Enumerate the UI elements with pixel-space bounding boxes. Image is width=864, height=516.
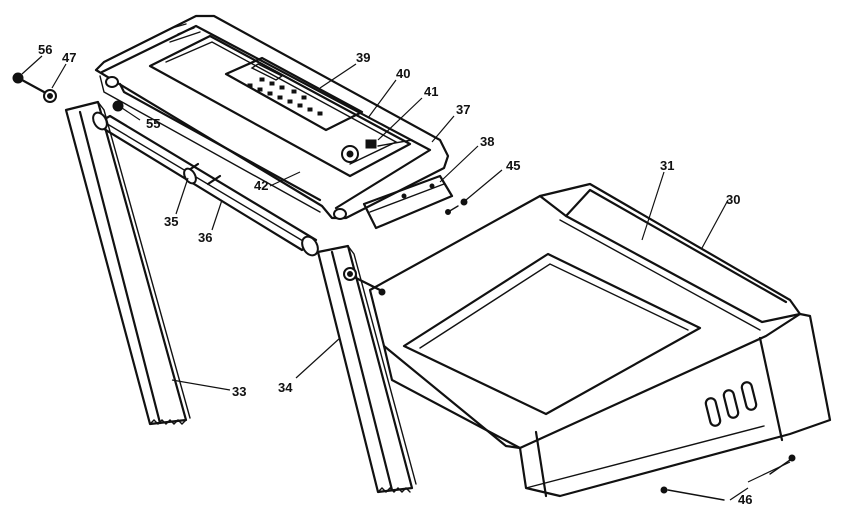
- label-30: 30: [726, 192, 740, 207]
- left-upright-33: [64, 100, 191, 426]
- label-41: 41: [424, 84, 438, 99]
- label-55: 55: [146, 116, 160, 131]
- right-upright-34: [316, 244, 417, 494]
- console-housing-37: [94, 14, 450, 220]
- part-labels: 56 47 55 39 40 41 37 38 45 42 35 36 31 3…: [38, 42, 752, 507]
- motor-hood-30: [368, 182, 832, 498]
- console-bracket-38: [362, 174, 454, 230]
- hood-vents: [704, 381, 758, 427]
- label-46: 46: [738, 492, 752, 507]
- label-39: 39: [356, 50, 370, 65]
- label-38: 38: [480, 134, 494, 149]
- label-33: 33: [232, 384, 246, 399]
- label-36: 36: [198, 230, 212, 245]
- label-56: 56: [38, 42, 52, 57]
- label-37: 37: [456, 102, 470, 117]
- hardware-bolts: [12, 72, 796, 501]
- label-42: 42: [254, 178, 268, 193]
- label-45: 45: [506, 158, 520, 173]
- crossbar-tube-36: [92, 111, 319, 257]
- leader-lines: [21, 55, 791, 501]
- label-34: 34: [278, 380, 293, 395]
- label-47: 47: [62, 50, 76, 65]
- label-40: 40: [396, 66, 410, 81]
- label-31: 31: [660, 158, 674, 173]
- keypad-buttons: [247, 77, 323, 116]
- label-35: 35: [164, 214, 178, 229]
